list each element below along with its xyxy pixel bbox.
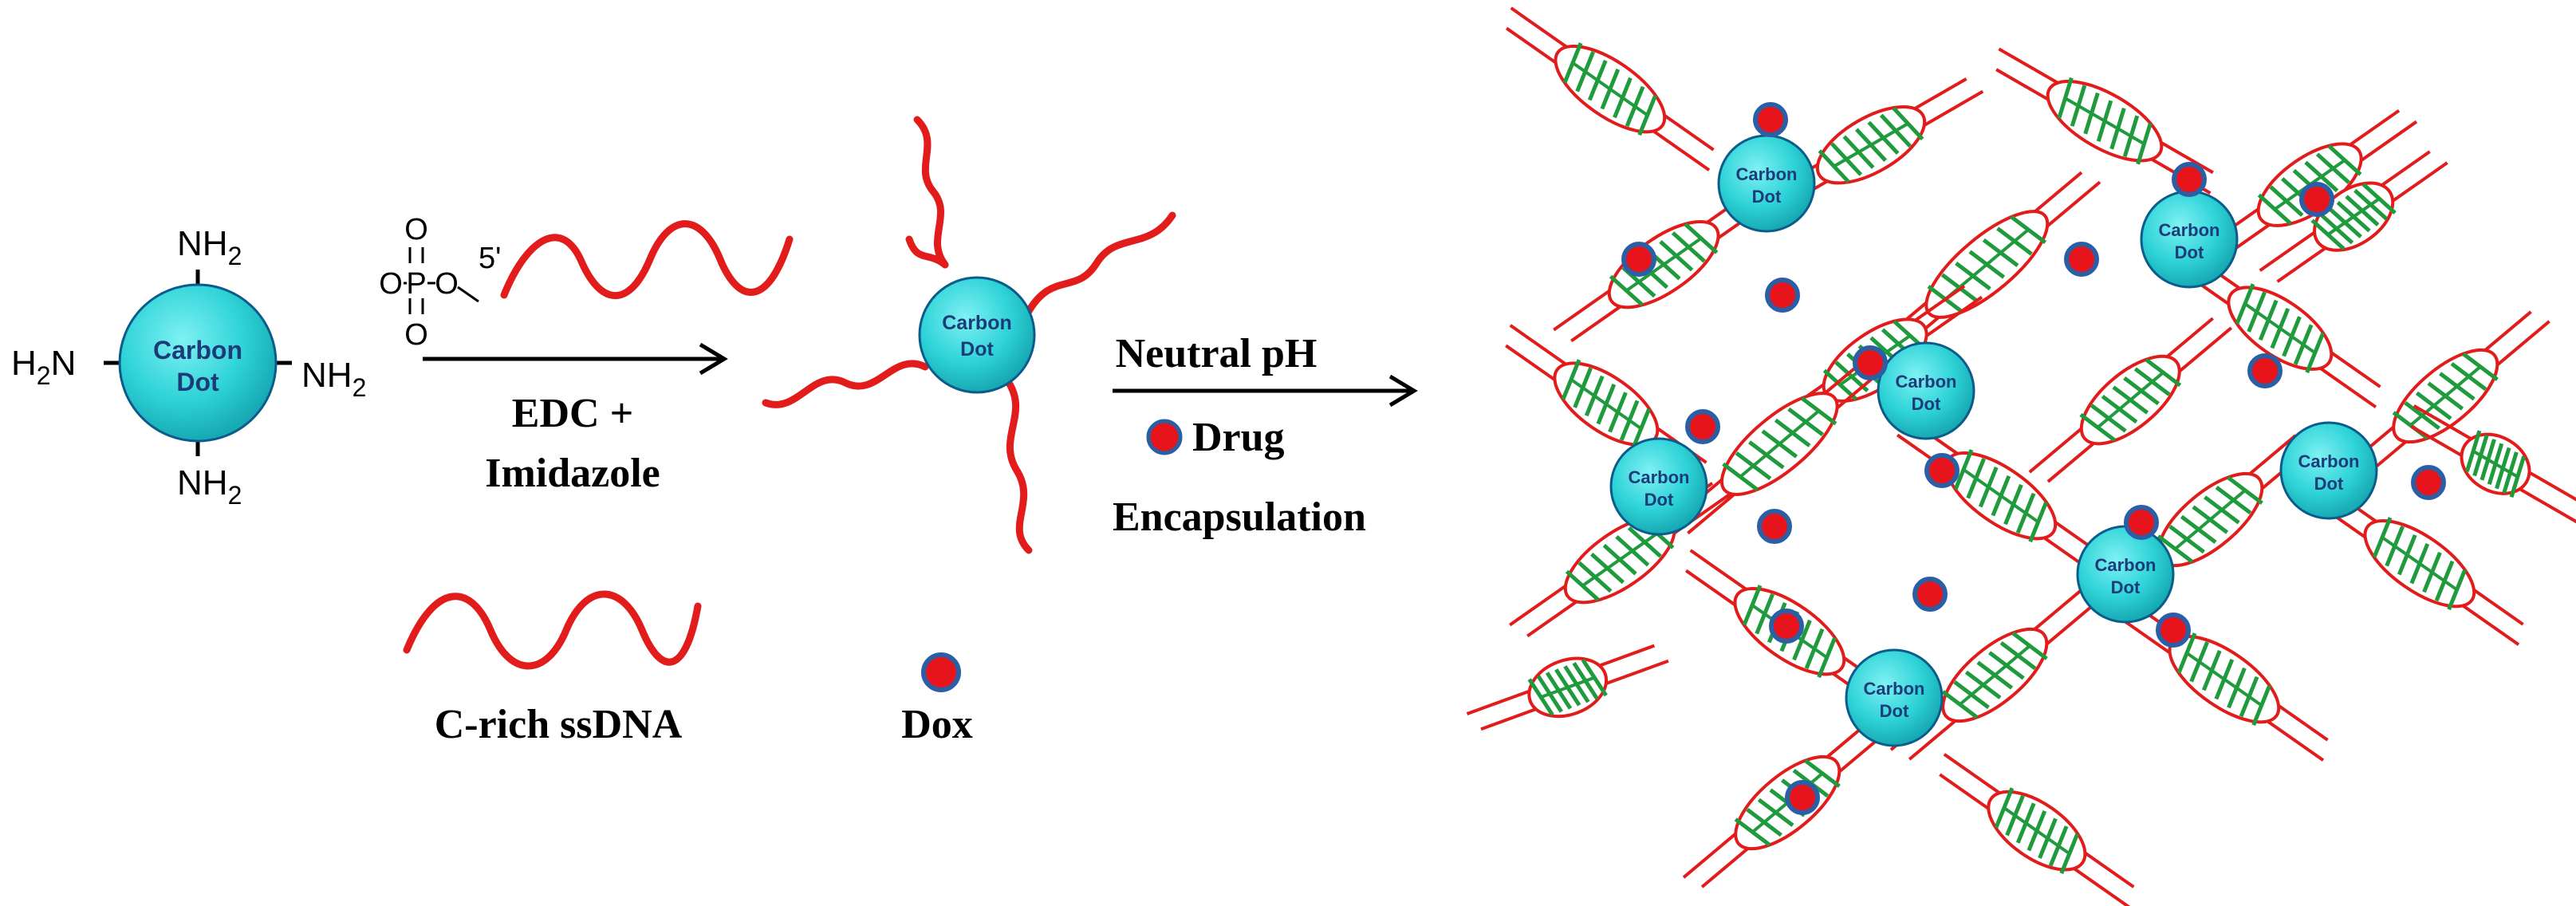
five-prime-label: 5' — [479, 242, 501, 275]
imotif-crosslink — [1505, 324, 1707, 485]
network-carbon-dot-label-line1: Carbon — [1629, 467, 1690, 487]
imotif-crosslink — [2340, 310, 2550, 482]
imotif-crosslink — [2410, 404, 2576, 524]
dox-molecule — [1621, 242, 1656, 277]
label-encapsulation: Encapsulation — [1113, 494, 1366, 540]
dox-molecule — [2411, 465, 2446, 500]
phosphate-o-right: O — [435, 267, 459, 301]
network-carbon-dot-label-line2: Dot — [1880, 701, 1909, 721]
dox-molecule — [2156, 613, 2191, 648]
network-carbon-dot-label-line2: Dot — [1912, 394, 1941, 414]
dox-molecule — [2124, 505, 2159, 540]
network-carbon-dot-label-line1: Carbon — [1896, 372, 1957, 392]
carbon-dot-label-line2: Dot — [960, 338, 994, 360]
h2n-left: H2N — [11, 344, 76, 390]
dox-molecule — [1685, 409, 1720, 444]
dox-molecule — [1924, 453, 1960, 488]
hydrogel-network: CarbonDotCarbonDotCarbonDotCarbonDotCarb… — [1466, 6, 2576, 906]
network-carbon-dot-label-line2: Dot — [2111, 577, 2141, 597]
ssdna-reagent-strand — [500, 220, 794, 300]
dox-molecule — [1753, 102, 1788, 137]
legend-ssdna-strand — [403, 590, 702, 670]
dna-arm-lower — [1005, 379, 1033, 554]
dox-molecule — [2064, 242, 2099, 277]
nh2-top: NH2 — [177, 224, 242, 270]
legend-dox-label: Dox — [901, 702, 973, 747]
phosphate-o-bottom: O — [404, 318, 428, 352]
imotif-crosslink — [1889, 589, 2100, 761]
carbon-dot-label-line1: Carbon — [942, 312, 1012, 334]
nh2-bottom: NH2 — [177, 463, 242, 510]
dna-arm-upper-left — [913, 116, 949, 269]
imotif-crosslink — [1505, 6, 1715, 171]
imotif-crosslink — [2028, 317, 2233, 483]
imotif-crosslink — [1466, 644, 1669, 731]
network-carbon-dot-label-line1: Carbon — [1736, 164, 1798, 184]
phosphate-p: P — [406, 267, 426, 301]
imotif-crosslink — [2119, 597, 2329, 762]
dox-molecule — [1853, 345, 1888, 380]
network-carbon-dot-label-line2: Dot — [2314, 474, 2344, 494]
network-carbon-dot-label-line2: Dot — [2175, 242, 2204, 262]
condition-neutral-ph: Neutral pH — [1116, 331, 1318, 376]
network-carbon-dot-label-line1: Carbon — [1864, 679, 1925, 699]
dox-molecule — [1769, 609, 1804, 644]
imotif-crosslink — [2314, 481, 2524, 646]
amine-carbon-dot-group: Carbon Dot NH2 NH2 H2N NH2 — [11, 224, 366, 510]
dox-molecule — [1757, 509, 1792, 544]
network-carbon-dot-label-line2: Dot — [1752, 187, 1782, 207]
legend-dox-icon — [921, 652, 961, 692]
dox-molecule — [2299, 182, 2334, 217]
nh2-right: NH2 — [301, 356, 366, 402]
network-carbon-dot-label-line1: Carbon — [2095, 555, 2157, 575]
phosphate-o-left: O — [379, 267, 403, 301]
dox-molecule — [1912, 577, 1948, 612]
dox-molecule — [2172, 162, 2207, 197]
imotif-crosslink — [2179, 248, 2381, 409]
reaction-arrow-1 — [423, 342, 728, 376]
dna-arm-left — [762, 360, 929, 408]
imotif-crosslink — [1939, 753, 2135, 906]
dox-molecule — [1765, 278, 1800, 313]
network-carbon-dot-label-line2: Dot — [1644, 490, 1674, 510]
legend-ssdna-label: C-rich ssDNA — [435, 702, 683, 747]
dox-molecule — [2247, 353, 2283, 388]
reagent-imidazole: Imidazole — [485, 451, 660, 496]
reaction-arrow-2 — [1113, 374, 1418, 408]
phosphate-dna-reagent: O O P O O 5' — [379, 213, 794, 352]
dna-arm-right — [1025, 211, 1176, 315]
dna-carbon-dot-group: Carbon Dot — [762, 116, 1176, 554]
carbon-dot-amine — [118, 283, 278, 443]
carbon-dot-dna — [918, 276, 1036, 394]
reagent-edc: EDC + — [512, 391, 633, 436]
network-carbon-dot-label-line1: Carbon — [2298, 451, 2360, 471]
dox-icon-inline — [1146, 419, 1183, 455]
label-drug: Drug — [1192, 415, 1285, 460]
network-carbon-dot-label-line1: Carbon — [2159, 220, 2220, 240]
phosphate-o-top: O — [404, 213, 428, 246]
carbon-dot-label-line2: Dot — [176, 368, 219, 396]
imotif-crosslink — [1995, 47, 2214, 195]
dox-molecule — [1785, 780, 1820, 815]
carbon-dot-label-line1: Carbon — [153, 336, 242, 364]
